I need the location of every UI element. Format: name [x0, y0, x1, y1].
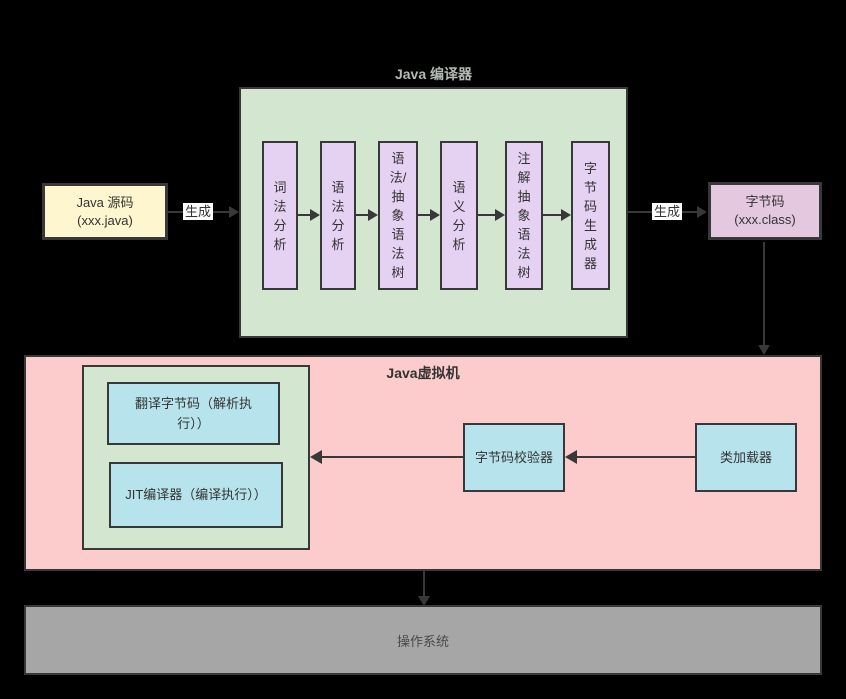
- bytecode-filename: (xxx.class): [734, 212, 796, 227]
- bytecode-verifier-box: 字节码校验器: [463, 423, 565, 492]
- stage-bytecode-generator: 字节码生成器: [571, 141, 610, 290]
- stage-annotated-ast: 注解抽象语法树: [505, 141, 543, 290]
- java-source-filename: (xxx.java): [77, 212, 133, 228]
- arrowhead-verifier-to-engine: [310, 450, 322, 464]
- arrowhead-compiler-to-bytecode: [697, 206, 707, 218]
- arrowhead-stage5-stage6: [561, 209, 571, 221]
- arrow-stage3-stage4: [417, 214, 430, 216]
- stage-syntax-ast: 语法/抽象语法树: [378, 141, 418, 290]
- arrowhead-source-to-compiler: [229, 206, 239, 218]
- arrowhead-stage3-stage4: [430, 209, 440, 221]
- java-source-label: Java 源码: [76, 194, 134, 210]
- arrowhead-stage1-stage2: [310, 209, 320, 221]
- jvm-title: Java虚拟机: [386, 365, 460, 381]
- generate-label-left: 生成: [183, 203, 214, 220]
- bytecode-label: 字节码: [745, 194, 785, 209]
- arrow-bytecode-to-jvm: [763, 242, 765, 346]
- arrowhead-classloader-to-verifier: [565, 450, 577, 464]
- compiler-title: Java 编译器: [394, 66, 473, 82]
- arrow-verifier-to-engine: [322, 456, 463, 458]
- jit-compiler-box: JIT编译器（编译执行））: [109, 462, 283, 528]
- java-source-box: Java 源码 (xxx.java): [42, 183, 168, 240]
- arrow-stage5-stage6: [543, 214, 561, 216]
- arrow-stage1-stage2: [297, 214, 311, 216]
- class-loader-box: 类加载器: [695, 423, 797, 492]
- stage-lexical-analysis: 词法分析: [262, 141, 298, 290]
- arrowhead-stage2-stage3: [368, 209, 378, 221]
- stage-syntax-analysis: 语法分析: [320, 141, 356, 290]
- arrowhead-jvm-to-os: [418, 596, 430, 606]
- arrowhead-bytecode-to-jvm: [758, 345, 770, 355]
- operating-system-bar: 操作系统: [24, 605, 822, 675]
- stage-semantic-analysis: 语义分析: [440, 141, 478, 290]
- generate-label-right: 生成: [652, 203, 683, 220]
- arrow-stage2-stage3: [355, 214, 368, 216]
- bytecode-box: 字节码 (xxx.class): [708, 182, 822, 240]
- interpreter-box: 翻译字节码（解析执行））: [107, 382, 280, 445]
- arrow-classloader-to-verifier: [577, 456, 695, 458]
- arrow-stage4-stage5: [478, 214, 495, 216]
- arrowhead-stage4-stage5: [495, 209, 505, 221]
- arrow-jvm-to-os: [423, 571, 425, 598]
